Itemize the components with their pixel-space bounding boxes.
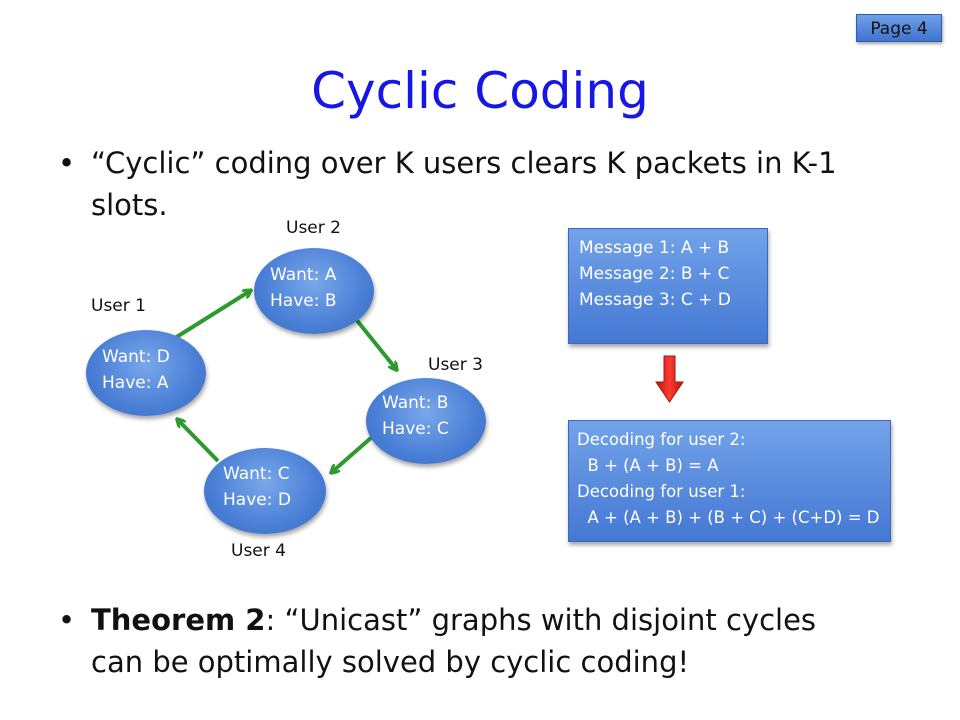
user-2-have: Have: B <box>270 291 337 311</box>
bullet-text: “Cyclic” coding over K users clears K pa… <box>91 146 837 222</box>
user-3-have: Have: C <box>382 419 449 439</box>
theorem-body: : “Unicast” graphs with disjoint cycles … <box>91 603 817 679</box>
user-3-label: User 3 <box>428 355 483 375</box>
decoding-line-1: Decoding for user 2: <box>577 430 746 449</box>
edge-user2-to-user3 <box>353 316 396 369</box>
user-1-have: Have: A <box>102 373 169 393</box>
decoding-line-2: B + (A + B) = A <box>577 456 719 475</box>
bullet-dot: • <box>58 146 76 180</box>
theorem-label: Theorem 2 <box>91 603 266 637</box>
user-1-node: Want: D Have: A <box>86 330 206 416</box>
edge-user3-to-user4 <box>332 435 374 472</box>
message-3: Message 3: C + D <box>579 290 731 310</box>
decoding-line-4: A + (A + B) + (B + C) + (C+D) = D <box>577 508 880 527</box>
page-number-badge: Page 4 <box>856 14 942 42</box>
user-4-want: Want: C <box>223 464 290 484</box>
message-1: Message 1: A + B <box>579 238 730 258</box>
user-4-node: Want: C Have: D <box>204 448 326 534</box>
edge-user1-to-user2 <box>173 291 250 340</box>
bullet-dot: • <box>58 603 76 637</box>
user-3-want: Want: B <box>382 393 449 413</box>
user-2-want: Want: A <box>270 265 337 285</box>
user-2-label: User 2 <box>286 218 341 238</box>
message-2: Message 2: B + C <box>579 264 730 284</box>
user-4-label: User 4 <box>231 541 286 561</box>
slide-title: Cyclic Coding <box>311 62 649 120</box>
user-4-have: Have: D <box>223 490 291 510</box>
messages-box: Message 1: A + B Message 2: B + C Messag… <box>568 228 768 344</box>
user-1-want: Want: D <box>102 347 170 367</box>
user-3-node: Want: B Have: C <box>366 378 486 464</box>
decoding-line-3: Decoding for user 1: <box>577 482 746 501</box>
decoding-box: Decoding for user 2: B + (A + B) = A Dec… <box>568 420 891 542</box>
user-2-node: Want: A Have: B <box>254 248 374 334</box>
theorem-text: Theorem 2: “Unicast” graphs with disjoin… <box>91 599 861 683</box>
edge-user4-to-user1 <box>178 420 220 463</box>
down-arrow <box>655 355 684 403</box>
user-1-label: User 1 <box>91 296 146 316</box>
